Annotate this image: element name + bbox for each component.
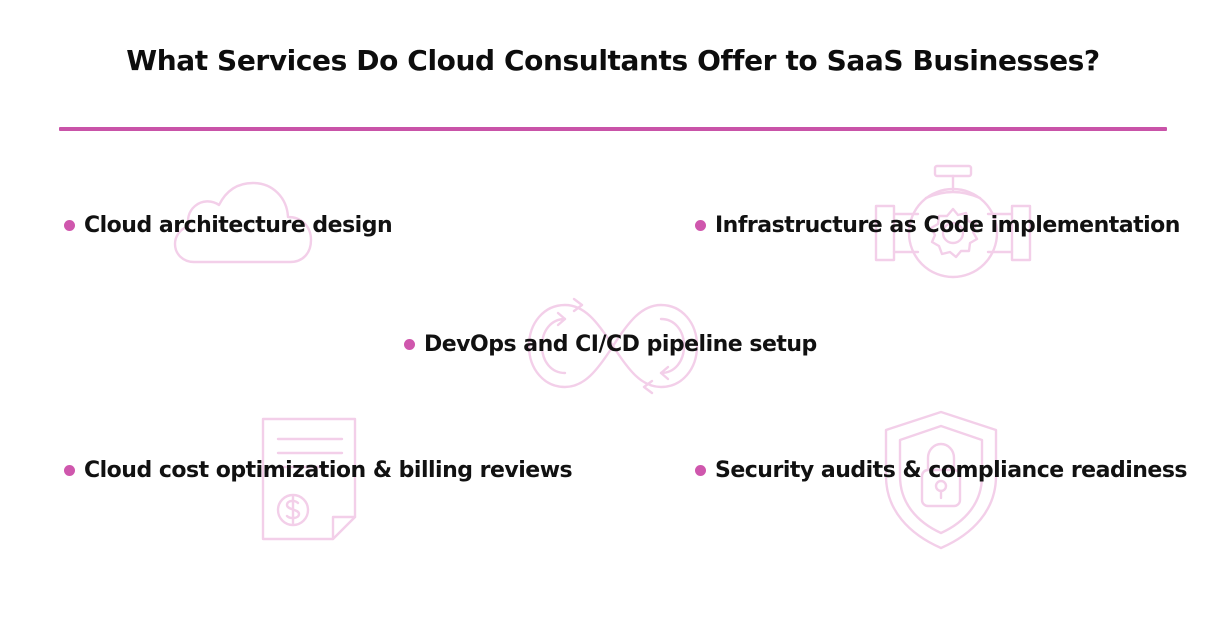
- service-item-devops-cicd: DevOps and CI/CD pipeline setup: [404, 332, 817, 357]
- infinity-loop-icon: [527, 297, 699, 395]
- service-label: Cloud cost optimization & billing review…: [84, 458, 573, 483]
- service-label: Infrastructure as Code implementation: [715, 213, 1180, 238]
- bullet-dot: [64, 465, 75, 476]
- service-label: Cloud architecture design: [84, 213, 393, 238]
- service-item-cloud-architecture: Cloud architecture design: [64, 213, 393, 238]
- service-item-cost-optimization: Cloud cost optimization & billing review…: [64, 458, 573, 483]
- bullet-dot: [695, 465, 706, 476]
- bullet-dot: [695, 220, 706, 231]
- bullet-dot: [64, 220, 75, 231]
- shield-lock-icon: [884, 410, 998, 550]
- service-item-infrastructure-as-code: Infrastructure as Code implementation: [695, 213, 1180, 238]
- title-divider: [59, 127, 1167, 131]
- service-label: Security audits & compliance readiness: [715, 458, 1188, 483]
- valve-gear-icon: [874, 164, 1032, 279]
- cloud-icon: [173, 181, 313, 264]
- bullet-dot: [404, 339, 415, 350]
- invoice-dollar-icon: [261, 417, 357, 541]
- service-label: DevOps and CI/CD pipeline setup: [424, 332, 817, 357]
- page-title: What Services Do Cloud Consultants Offer…: [126, 44, 1100, 77]
- service-item-security-audits: Security audits & compliance readiness: [695, 458, 1188, 483]
